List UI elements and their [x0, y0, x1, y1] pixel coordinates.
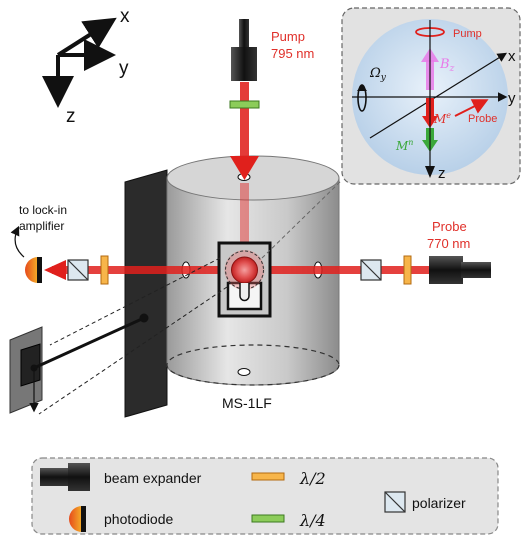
legend-quarter-wave-icon	[251, 514, 285, 523]
pump-beam-arrowhead	[230, 156, 259, 180]
shield-label: MS-1LF	[222, 395, 272, 411]
legend-polarizer-label: polarizer	[412, 495, 466, 511]
inset-me-label: Me	[433, 111, 451, 126]
vapor-cell-assembly	[217, 241, 272, 318]
probe-beam-expander	[429, 256, 491, 284]
pump-beam	[240, 82, 249, 162]
probe-beam-arrowhead	[44, 260, 66, 280]
legend-photodiode-label: photodiode	[104, 511, 174, 527]
shield-bottom-hole	[237, 368, 251, 376]
detector-chip	[20, 343, 41, 387]
legend-half-wave-icon	[251, 472, 285, 481]
inset-x-label: x	[508, 48, 516, 65]
lockin-line2: amplifier	[19, 219, 64, 233]
vapor-cell	[231, 256, 258, 284]
panel-zoom-line-1	[38, 286, 228, 415]
detection-polarizer	[67, 259, 89, 281]
inset-pump-label: Pump	[453, 28, 482, 40]
main-x-label: x	[120, 6, 130, 27]
main-y-label: y	[119, 58, 129, 79]
pump-wavelength: 795 nm	[271, 46, 314, 61]
inset-x-axis	[369, 52, 508, 139]
lockin-annotation: to lock-in amplifier	[10, 203, 67, 258]
back-panel	[124, 169, 168, 418]
inset-bz-label: Bz	[439, 57, 455, 74]
legend-quarter-wave-label: λ/4	[299, 511, 326, 530]
inset-z-label: z	[438, 165, 446, 182]
shield-bottom-hidden-edge	[166, 344, 340, 386]
legend-beam-expander-label: beam expander	[104, 470, 202, 486]
cell-zoom-circle	[225, 250, 264, 290]
cell-stem	[239, 283, 250, 302]
legend: beam expander photodiode λ/2 λ/4 polariz…	[31, 457, 499, 535]
inset-omega-label: Ωy	[369, 66, 387, 83]
legend-half-wave-label: λ/2	[299, 469, 326, 488]
inset-panel: Pump Bz Me Mn z x y Ωy Probe	[341, 7, 521, 185]
probe-label: Probe	[432, 219, 467, 234]
inset-probe-arrow	[454, 99, 489, 117]
probe-input-polarizer	[360, 259, 382, 281]
panel-zoom-line-2	[49, 257, 221, 346]
pump-beam-inside	[240, 183, 249, 261]
inset-probe-label: Probe	[468, 113, 497, 125]
probe-wavelength: 770 nm	[427, 236, 470, 251]
pump-beam-expander	[231, 19, 257, 81]
pump-path: Pump 795 nm	[229, 19, 314, 261]
inset-y-label: y	[508, 90, 516, 107]
detection-half-wave-plate	[100, 255, 109, 285]
pump-label: Pump	[271, 29, 305, 44]
inset-mn-label: Mn	[395, 138, 413, 153]
detector-mount	[9, 313, 149, 414]
main-axes: x y z	[42, 6, 130, 127]
quarter-wave-plate	[229, 100, 260, 109]
lockin-arrow	[10, 225, 25, 258]
inset-zoom-line	[261, 179, 343, 259]
legend-photodiode-icon	[69, 506, 86, 532]
photodiode	[25, 257, 42, 283]
legend-polarizer-icon	[384, 491, 406, 513]
main-z-label: z	[66, 106, 76, 127]
main-x-axis	[56, 17, 117, 57]
probe-half-wave-plate	[403, 255, 412, 285]
legend-frame	[31, 457, 499, 535]
legend-beam-expander-icon	[40, 463, 90, 491]
detector-rod	[33, 316, 145, 370]
lockin-line1: to lock-in	[19, 203, 67, 217]
